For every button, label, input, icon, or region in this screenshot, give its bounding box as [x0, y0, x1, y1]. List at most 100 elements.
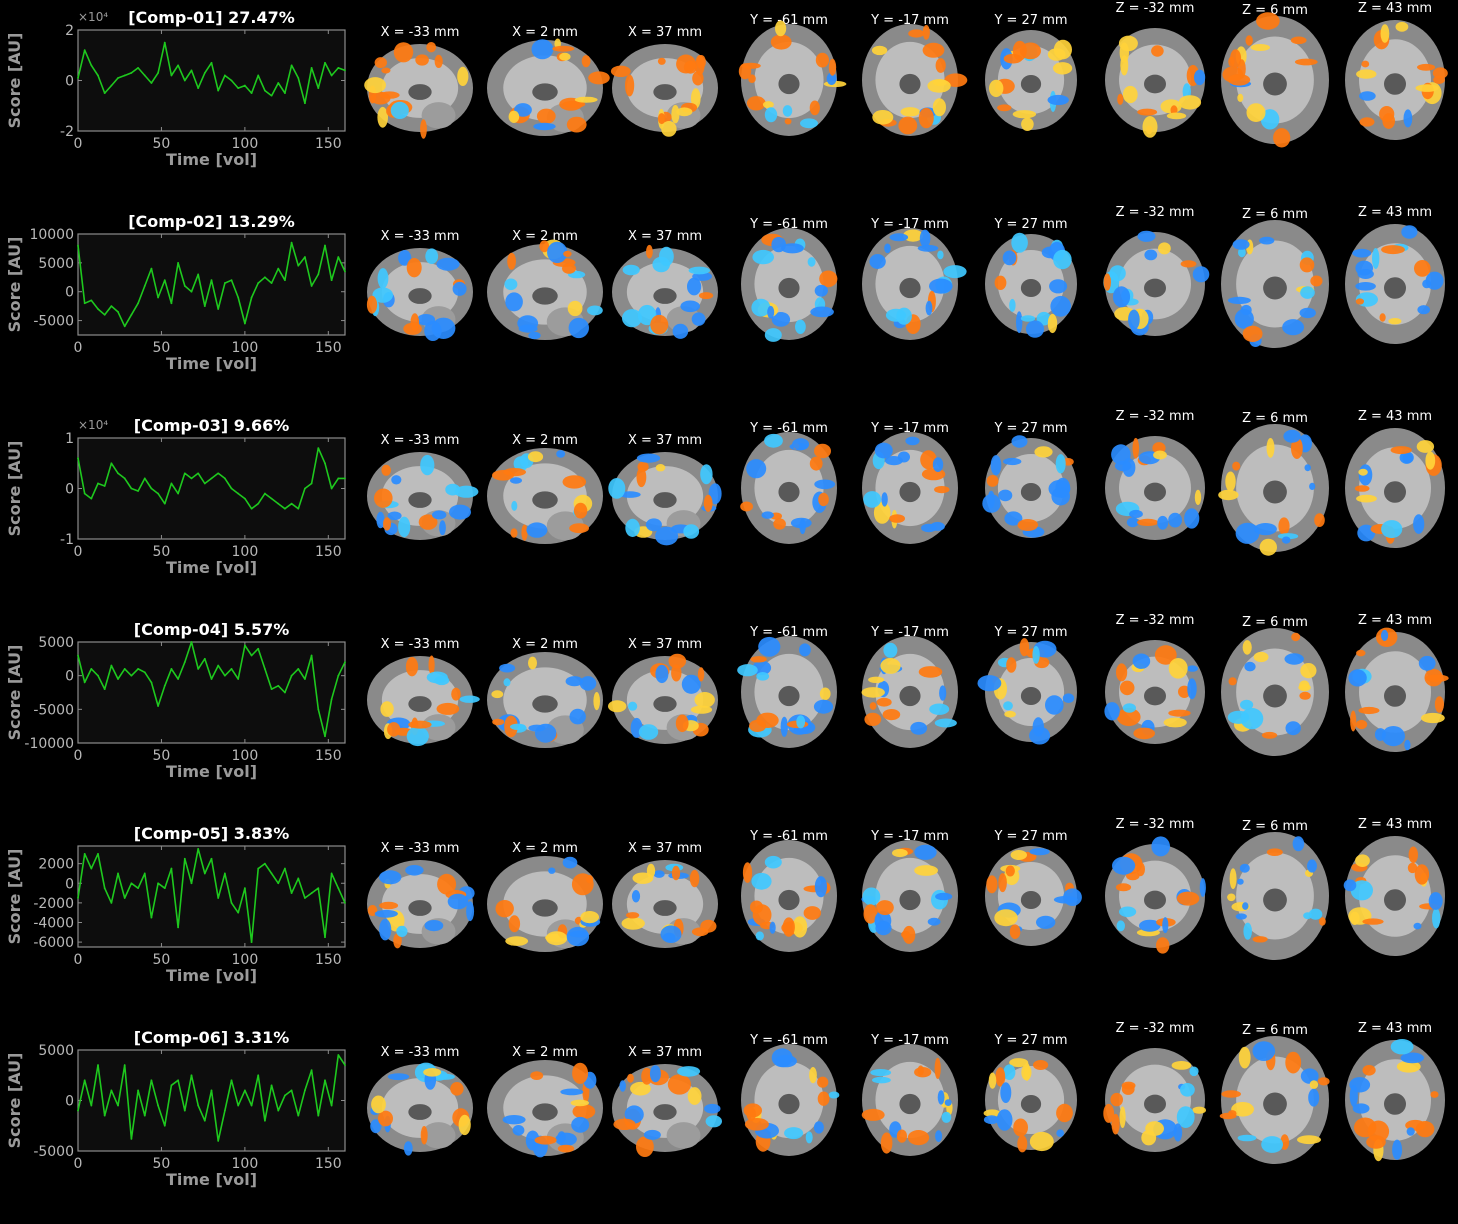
data-point [264, 668, 266, 670]
x-tick-label: 0 [74, 544, 83, 560]
negative-activation [1432, 908, 1441, 929]
data-point [203, 305, 206, 308]
negative-activation [1428, 892, 1443, 910]
data-point [337, 66, 340, 69]
slice-label: Y = -61 mm [749, 421, 828, 436]
negative-activation [977, 675, 1002, 692]
positive-activation [507, 252, 516, 270]
x-axis-label: Time [vol] [166, 558, 257, 577]
negative-activation [569, 930, 589, 938]
negative-activation [813, 1121, 824, 1134]
positive-activation [892, 848, 908, 858]
positive-activation [1111, 1113, 1120, 1135]
data-point [210, 1089, 213, 1092]
data-point [223, 674, 226, 677]
positive-activation [1358, 706, 1380, 715]
negative-activation [782, 105, 793, 117]
negative-activation [910, 721, 928, 735]
positive-activation [819, 270, 838, 288]
negative-activation [662, 932, 676, 942]
negative-activation [510, 477, 522, 484]
data-point [103, 313, 106, 316]
ventricle [899, 73, 921, 95]
x-axis-label: Time [vol] [166, 354, 257, 373]
data-point [337, 477, 340, 480]
negative-activation [624, 1105, 644, 1124]
negative-activation [1227, 296, 1251, 304]
x-tick-label: 0 [74, 952, 83, 968]
positive-activation [1297, 1135, 1321, 1145]
positive-activation [505, 936, 529, 946]
positive-activation [437, 873, 457, 895]
negative-activation [1281, 536, 1291, 544]
x-tick-label: 50 [153, 1156, 171, 1172]
brain-slice: Y = 27 mm [985, 829, 1082, 946]
negative-activation [1112, 856, 1136, 875]
data-point [330, 74, 333, 77]
ventricle [778, 481, 800, 503]
negative-activation [813, 699, 834, 714]
positive-activation [434, 54, 443, 68]
x-tick-label: 100 [232, 544, 259, 560]
negative-activation [883, 642, 898, 658]
negative-activation [1308, 908, 1323, 920]
positive-activation [415, 54, 429, 66]
positive-activation [374, 57, 387, 69]
positive-activation [1194, 489, 1202, 505]
positive-activation [1314, 513, 1325, 527]
positive-activation [410, 313, 420, 332]
negative-activation [751, 872, 772, 890]
negative-activation [862, 887, 881, 906]
positive-activation [381, 464, 392, 476]
positive-activation [1221, 1090, 1241, 1098]
positive-activation [636, 1136, 654, 1157]
positive-activation [1013, 1118, 1028, 1137]
negative-activation [746, 459, 767, 479]
ventricle [653, 1104, 677, 1120]
positive-activation [608, 700, 627, 713]
x-tick-label: 0 [74, 136, 83, 152]
x-tick-label: 50 [153, 544, 171, 560]
negative-activation [1283, 429, 1301, 443]
data-point [217, 1140, 220, 1142]
positive-activation [1356, 494, 1377, 503]
positive-activation [563, 250, 572, 257]
negative-activation [1413, 514, 1425, 534]
data-point [297, 77, 300, 79]
positive-activation [528, 656, 537, 670]
data-point [330, 279, 333, 282]
negative-activation [1162, 917, 1169, 934]
positive-activation [742, 862, 753, 883]
negative-activation [1235, 522, 1260, 544]
brain-slice: Z = 6 mm [1221, 615, 1329, 756]
positive-activation [1300, 663, 1317, 679]
data-point [297, 668, 300, 670]
negative-activation [445, 483, 461, 496]
negative-activation [896, 307, 912, 325]
positive-activation [994, 909, 1018, 927]
positive-activation [492, 718, 505, 726]
positive-activation [450, 1082, 464, 1096]
brain-slice: Y = -61 mm [741, 1033, 840, 1156]
data-point [243, 887, 246, 890]
negative-activation [826, 72, 837, 86]
negative-activation [504, 278, 518, 291]
positive-activation [1228, 74, 1251, 86]
negative-activation [372, 287, 394, 303]
chart-title: [Comp-03] 9.66% [134, 416, 289, 435]
positive-activation [1163, 717, 1187, 728]
negative-activation [1025, 320, 1045, 338]
positive-activation [770, 34, 792, 50]
data-point [90, 867, 93, 870]
negative-activation [814, 876, 828, 898]
positive-activation [750, 656, 767, 663]
positive-activation [690, 705, 713, 714]
positive-activation [691, 927, 709, 937]
data-point [337, 1054, 340, 1056]
data-point [110, 305, 113, 308]
data-point [117, 678, 119, 680]
negative-activation [755, 931, 764, 941]
x-tick-label: 100 [232, 952, 259, 968]
x-axis-label: Time [vol] [166, 1170, 257, 1189]
